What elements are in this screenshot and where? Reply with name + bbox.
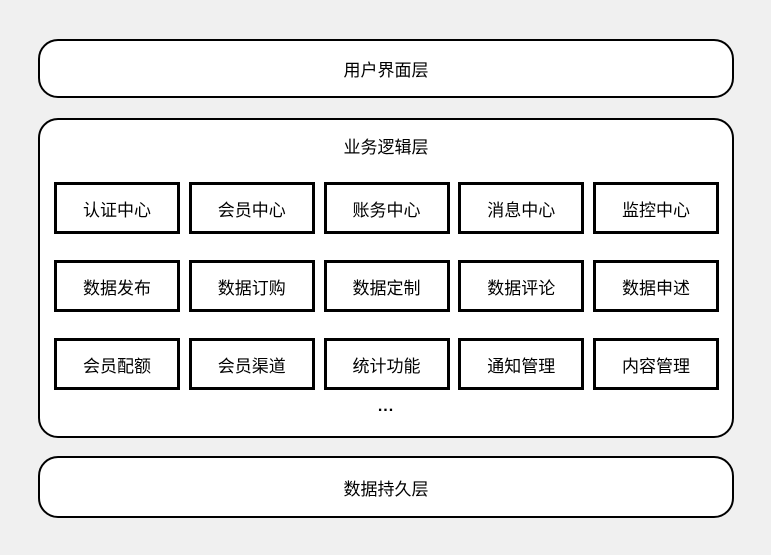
module-box: 数据定制 — [323, 260, 450, 312]
layer-ui: 用户界面层 — [38, 39, 734, 98]
module-box: 监控中心 — [593, 182, 719, 234]
module-row: 数据发布数据订购数据定制数据评论数据申述 — [54, 260, 719, 312]
module-box: 数据申述 — [593, 260, 719, 312]
module-box: 通知管理 — [458, 338, 585, 390]
module-box: 内容管理 — [593, 338, 719, 390]
module-box: 统计功能 — [323, 338, 450, 390]
layer-business: 业务逻辑层 认证中心会员中心账务中心消息中心监控中心数据发布数据订购数据定制数据… — [38, 118, 734, 438]
module-box: 数据评论 — [458, 260, 585, 312]
module-box: 账务中心 — [323, 182, 450, 234]
module-box: 认证中心 — [54, 182, 180, 234]
module-box: 数据发布 — [54, 260, 180, 312]
modules-grid: 认证中心会员中心账务中心消息中心监控中心数据发布数据订购数据定制数据评论数据申述… — [54, 182, 719, 390]
module-row: 认证中心会员中心账务中心消息中心监控中心 — [54, 182, 719, 234]
more-modules-ellipsis: ... — [377, 398, 395, 415]
module-box: 会员中心 — [188, 182, 315, 234]
layer-ui-label: 用户界面层 — [343, 61, 429, 80]
layer-persistence: 数据持久层 — [38, 456, 734, 518]
module-box: 会员渠道 — [188, 338, 315, 390]
layer-business-label: 业务逻辑层 — [343, 138, 429, 157]
module-box: 数据订购 — [188, 260, 315, 312]
layer-persistence-label: 数据持久层 — [343, 479, 429, 499]
module-box: 会员配额 — [54, 338, 180, 390]
module-box: 消息中心 — [458, 182, 585, 234]
module-row: 会员配额会员渠道统计功能通知管理内容管理 — [54, 338, 719, 390]
